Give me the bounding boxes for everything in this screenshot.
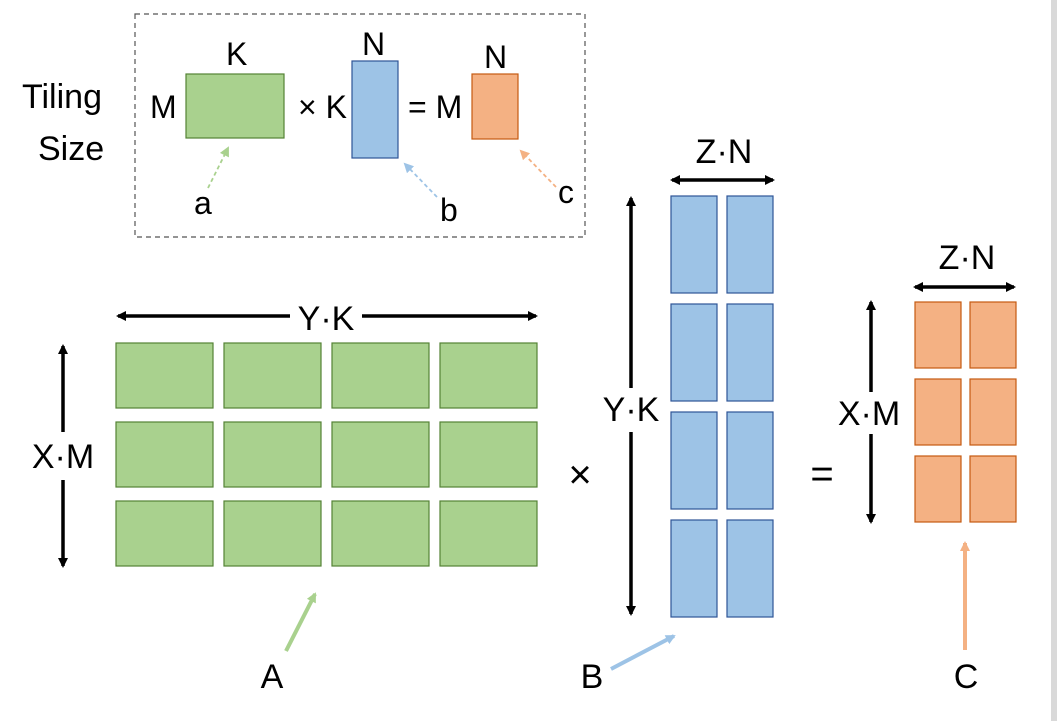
legend-pointer-b-label: b [440, 192, 458, 228]
matrix-b: Z·N Y·K B [581, 133, 775, 696]
matrix-b-tile-r4-c1 [670, 519, 718, 618]
window-edge [1051, 0, 1057, 721]
matrix-c-height-label: X·M [838, 395, 900, 433]
matrix-c-tile-r1-c2 [969, 301, 1017, 369]
matrix-a-tile-r3-c3 [331, 500, 430, 567]
matrix-a-tile-r2-c4 [439, 421, 538, 488]
matrix-c: Z·N X·M C [838, 239, 1017, 696]
legend-tile-b [351, 60, 399, 159]
legend-tile-a [185, 73, 285, 139]
legend-pointer-a-arrow [207, 146, 229, 189]
legend-k-label: K [226, 36, 247, 72]
legend-tile-c [471, 73, 519, 140]
legend-n-label-mid: N [362, 26, 385, 62]
matrix-c-tile-r2-c2 [969, 378, 1017, 446]
equals-operator: = [810, 452, 833, 496]
legend-pointer-b-arrow [403, 162, 438, 198]
matrix-b-tile-r3-c2 [726, 411, 774, 510]
matrix-c-tile-r1-c1 [914, 301, 962, 369]
legend-pointer-a-label: a [194, 185, 212, 221]
legend-pointer-c-arrow [519, 149, 557, 188]
matrix-a-tiles [115, 342, 538, 567]
tiling-size-legend: Tiling Size K M × K N = M N a b c [22, 13, 586, 238]
matrix-c-tiles [914, 301, 1017, 523]
matrix-b-tiles [670, 195, 774, 618]
legend-pointer-c-label: c [558, 174, 574, 210]
matrix-a-tile-r1-c2 [223, 342, 322, 409]
times-operator: × [568, 453, 591, 497]
legend-frame [134, 13, 586, 238]
matrix-a-tile-r1-c4 [439, 342, 538, 409]
matrix-a-height-label: X·M [32, 438, 94, 476]
legend-n-label-right: N [484, 39, 507, 75]
matrix-a-tile-r2-c1 [115, 421, 214, 488]
matrix-b-tile-r2-c1 [670, 303, 718, 402]
matrix-b-tile-r4-c2 [726, 519, 774, 618]
matrix-c-tile-r3-c1 [914, 455, 962, 523]
matrix-b-height-label: Y·K [603, 391, 660, 429]
matrix-c-tile-r2-c1 [914, 378, 962, 446]
matrix-a-pointer-arrow [284, 592, 317, 652]
matrix-b-tile-r2-c2 [726, 303, 774, 402]
matrix-a-tile-r2-c3 [331, 421, 430, 488]
matrix-b-tile-r3-c1 [670, 411, 718, 510]
matrix-a-tile-r1-c1 [115, 342, 214, 409]
matrix-a-tile-r3-c1 [115, 500, 214, 567]
legend-equals-m: = M [408, 89, 462, 125]
matrix-b-tile-r1-c2 [726, 195, 774, 294]
matrix-b-pointer-label: B [581, 658, 604, 696]
legend-m-label: M [150, 89, 177, 125]
matrix-b-tile-r1-c1 [670, 195, 718, 294]
matrix-a-width-label: Y·K [298, 300, 355, 338]
legend-times-k: × K [298, 89, 347, 125]
matrix-a-tile-r1-c3 [331, 342, 430, 409]
matrix-a-tile-r2-c2 [223, 421, 322, 488]
matrix-c-tile-r3-c2 [969, 455, 1017, 523]
matrix-a-pointer-label: A [261, 658, 284, 696]
matrix-b-pointer-arrow [610, 634, 676, 671]
matrix-a: Y·K X·M A [32, 300, 538, 696]
legend-title-line2: Size [38, 130, 104, 168]
matrix-c-pointer-label: C [954, 658, 979, 696]
matrix-b-width-label: Z·N [696, 133, 753, 171]
matrix-c-width-label: Z·N [939, 239, 996, 277]
matrix-a-tile-r3-c2 [223, 500, 322, 567]
matrix-a-tile-r3-c4 [439, 500, 538, 567]
legend-title-line1: Tiling [22, 78, 102, 116]
